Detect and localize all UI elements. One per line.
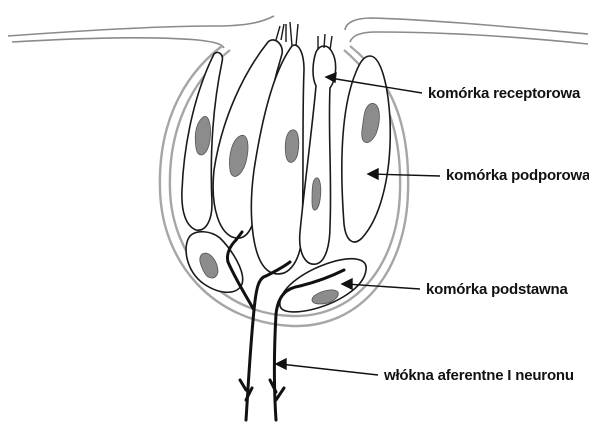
microvilli [276, 22, 332, 50]
arrowhead [276, 359, 286, 369]
label-supporting-cell: komórka podporowa [446, 167, 589, 184]
label-basal-cell: komórka podstawna [426, 281, 568, 298]
label-receptor-cell: komórka receptorowa [428, 85, 581, 102]
labels: komórka receptorowa komórka podporowa ko… [383, 85, 589, 384]
epithelium-surface [8, 16, 588, 48]
label-afferent-fibers: włókna aferentne I neuronu [383, 367, 574, 384]
nucleus [285, 130, 299, 163]
leader-afferent-fibers [280, 364, 378, 375]
